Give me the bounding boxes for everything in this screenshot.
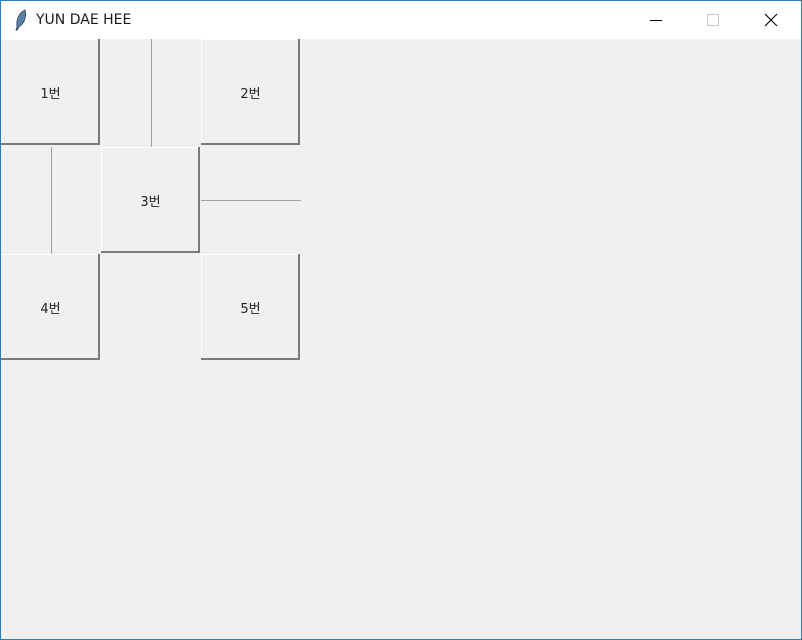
minimize-icon — [650, 20, 662, 21]
window-title: YUN DAE HEE — [36, 12, 132, 28]
feather-icon — [15, 9, 27, 31]
button-2[interactable]: 2번 — [201, 39, 300, 145]
separator-vertical — [51, 147, 52, 254]
minimize-button[interactable] — [633, 1, 679, 39]
close-icon — [764, 13, 778, 27]
button-1[interactable]: 1번 — [1, 39, 100, 145]
maximize-button[interactable] — [690, 1, 736, 39]
close-button[interactable] — [748, 1, 794, 39]
separator-vertical — [151, 39, 152, 147]
main-content: 1번 2번 3번 4번 5번 — [1, 39, 801, 639]
button-3[interactable]: 3번 — [101, 147, 200, 253]
separator-horizontal — [201, 200, 301, 201]
title-bar[interactable]: YUN DAE HEE — [1, 1, 801, 39]
maximize-icon — [707, 14, 719, 26]
button-4[interactable]: 4번 — [1, 254, 100, 360]
button-5[interactable]: 5번 — [201, 254, 300, 360]
